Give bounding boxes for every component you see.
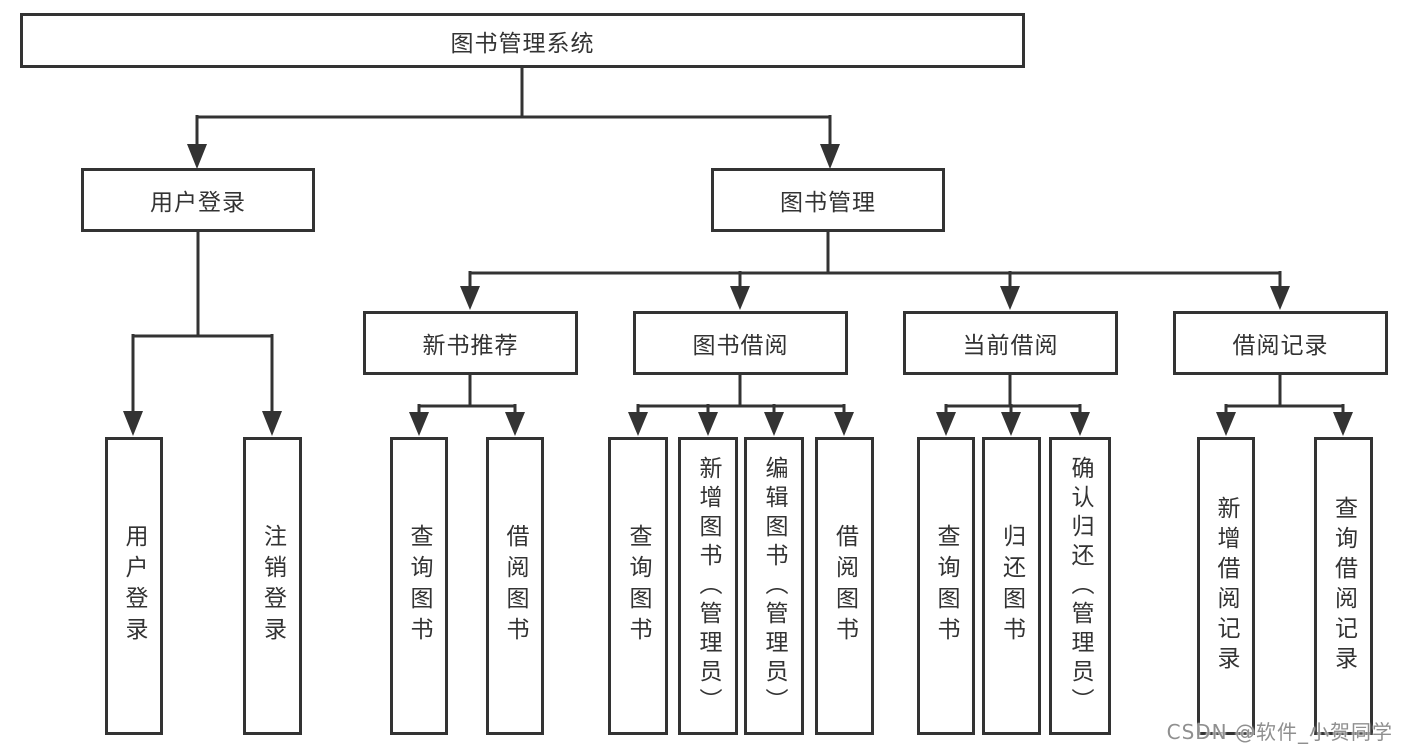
leaf-add-borrow-record: 新增借阅记录 [1197,437,1255,735]
leaf-query-books-recommend: 查询图书 [390,437,448,735]
connector-records-to-leaves [1216,375,1353,436]
node-new-book-recommend: 新书推荐 [363,311,578,375]
leaf-query-books-current: 查询图书 [917,437,975,735]
node-user-login: 用户登录 [81,168,315,232]
leaf-logout: 注销登录 [243,437,302,735]
connector-root-to-level2 [187,68,840,169]
leaf-query-borrow-record: 查询借阅记录 [1314,437,1373,735]
node-borrowing-records: 借阅记录 [1173,311,1388,375]
leaf-edit-books-admin: 编辑图书（管理员） [744,437,804,735]
connector-newbook-to-leaves [409,375,525,436]
node-book-borrowing: 图书借阅 [633,311,848,375]
leaf-return-books: 归还图书 [982,437,1041,735]
csdn-watermark: CSDN @软件_小贺同学 [1166,720,1393,744]
leaf-query-books-borrowing: 查询图书 [608,437,668,735]
leaf-user-login: 用户登录 [105,437,163,735]
connector-borrow-to-leaves [628,375,854,436]
connector-current-to-leaves [936,375,1090,436]
node-book-management: 图书管理 [711,168,945,232]
leaf-confirm-return-admin: 确认归还（管理员） [1049,437,1111,735]
connector-mgmt-to-level3 [460,232,1290,310]
leaf-add-books-admin: 新增图书（管理员） [678,437,738,735]
node-current-borrowing: 当前借阅 [903,311,1118,375]
node-library-management-system: 图书管理系统 [20,13,1025,68]
leaf-borrow-books-recommend: 借阅图书 [486,437,544,735]
leaf-borrow-books-borrowing: 借阅图书 [815,437,874,735]
connector-login-to-leaves [123,232,282,436]
